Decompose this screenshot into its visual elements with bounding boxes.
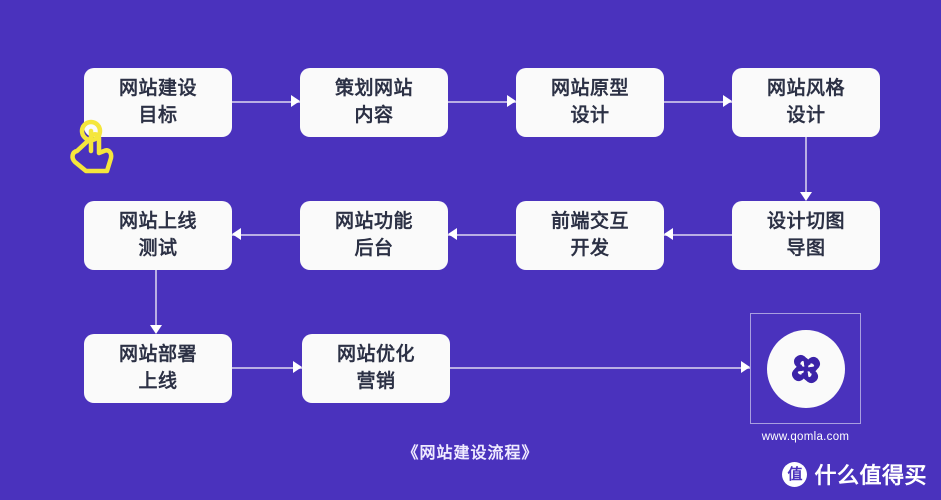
arrowhead-marketing-to-logo <box>741 361 750 373</box>
flow-node-goal-line2: 目标 <box>138 104 178 126</box>
flow-node-content[interactable]: 策划网站 内容 <box>300 68 448 137</box>
connector-content-to-prototype <box>448 101 516 103</box>
arrowhead-frontend-to-backend <box>448 228 457 240</box>
flow-node-deploy-line2: 上线 <box>138 370 178 392</box>
connector-slice-to-frontend <box>664 234 732 236</box>
flow-node-deploy[interactable]: 网站部署 上线 <box>84 334 232 403</box>
flow-node-testing[interactable]: 网站上线 测试 <box>84 201 232 270</box>
flow-node-testing-line1: 网站上线 <box>118 210 197 232</box>
flow-node-frontend-line2: 开发 <box>570 237 610 259</box>
logo-disc <box>766 329 845 408</box>
arrowhead-content-to-prototype <box>507 95 516 107</box>
flow-node-style-line2: 设计 <box>786 104 826 126</box>
flow-node-testing-line2: 测试 <box>138 237 178 259</box>
flow-node-content-line2: 内容 <box>354 104 394 126</box>
flow-node-frontend[interactable]: 前端交互 开发 <box>516 201 664 270</box>
flow-node-style-line1: 网站风格 <box>766 77 845 99</box>
flow-node-deploy-line1: 网站部署 <box>118 343 197 365</box>
flow-node-slice-line1: 设计切图 <box>766 210 845 232</box>
flow-node-marketing-line1: 网站优化 <box>336 343 415 365</box>
arrowhead-backend-to-testing <box>232 228 241 240</box>
connector-marketing-to-logo <box>450 367 750 369</box>
flow-node-prototype-line2: 设计 <box>570 104 610 126</box>
arrowhead-prototype-to-style <box>723 95 732 107</box>
connector-deploy-to-marketing <box>232 367 302 369</box>
flow-node-frontend-line1: 前端交互 <box>550 210 629 232</box>
flow-node-backend-line1: 网站功能 <box>334 210 413 232</box>
connector-frontend-to-backend <box>448 234 516 236</box>
arrowhead-goal-to-content <box>291 95 300 107</box>
flow-node-goal[interactable]: 网站建设 目标 <box>84 68 232 137</box>
tap-hand-cursor-icon <box>70 119 114 174</box>
connector-goal-to-content <box>232 101 300 103</box>
flow-node-slice-line2: 导图 <box>786 237 826 259</box>
logo-url-text: www.qomla.com <box>761 431 850 443</box>
arrowhead-style-to-slice <box>800 192 812 201</box>
qomla-pinwheel-logo-icon <box>791 354 820 383</box>
flow-node-backend[interactable]: 网站功能 后台 <box>300 201 448 270</box>
flow-node-marketing-line2: 营销 <box>356 370 396 392</box>
flow-node-style[interactable]: 网站风格 设计 <box>732 68 880 137</box>
flow-node-marketing[interactable]: 网站优化 营销 <box>302 334 450 403</box>
connector-testing-to-deploy <box>155 270 157 330</box>
connector-backend-to-testing <box>232 234 300 236</box>
connector-prototype-to-style <box>664 101 732 103</box>
flow-node-prototype-line1: 网站原型 <box>550 77 629 99</box>
watermark-text: 什么值得买 <box>814 463 927 488</box>
watermark-badge-icon: 值 <box>782 461 808 487</box>
arrowhead-testing-to-deploy <box>150 325 162 334</box>
connector-style-to-slice <box>805 137 807 197</box>
flow-node-content-line1: 策划网站 <box>334 77 413 99</box>
arrowhead-slice-to-frontend <box>664 228 673 240</box>
flow-node-backend-line2: 后台 <box>354 237 394 259</box>
flow-node-prototype[interactable]: 网站原型 设计 <box>516 68 664 137</box>
diagram-caption: 《网站建设流程》 <box>402 445 539 462</box>
flow-node-goal-line1: 网站建设 <box>118 77 197 99</box>
logo-frame <box>750 313 861 424</box>
watermark: 值 什么值得买 <box>782 458 927 490</box>
arrowhead-deploy-to-marketing <box>293 361 302 373</box>
flow-node-slice[interactable]: 设计切图 导图 <box>732 201 880 270</box>
